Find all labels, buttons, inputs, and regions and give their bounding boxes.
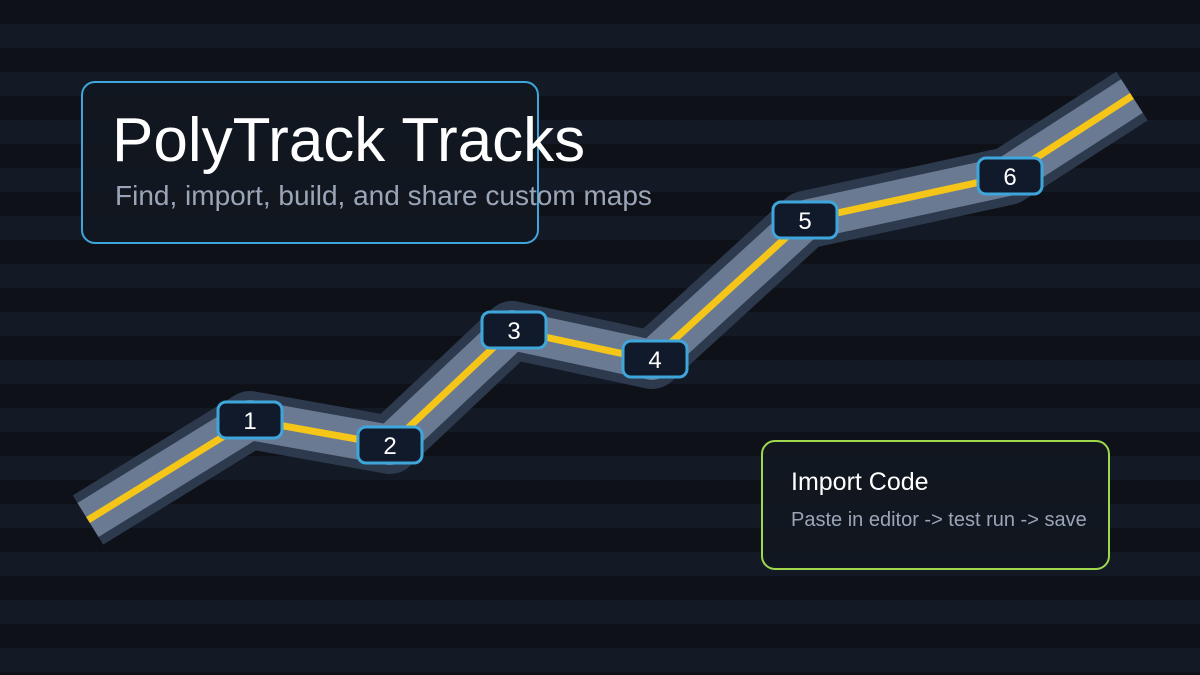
checkpoint-3[interactable]: 3 [480,310,548,350]
import-code-card[interactable]: Import Code Paste in editor -> test run … [761,440,1110,570]
checkpoint-label: 6 [1003,164,1016,191]
checkpoint-marker [621,339,689,379]
checkpoint-label: 1 [243,408,256,435]
checkpoint-5[interactable]: 5 [771,200,839,240]
checkpoint-marker [216,400,284,440]
checkpoint-marker [356,425,424,465]
import-code-description: Paste in editor -> test run -> save [791,509,1087,531]
checkpoint-2[interactable]: 2 [356,425,424,465]
page-title: PolyTrack Tracks [112,106,586,175]
checkpoint-label: 5 [798,208,811,235]
checkpoints: 1 2 3 4 5 6 [216,156,1044,465]
checkpoint-label: 3 [507,318,520,345]
checkpoint-6[interactable]: 6 [976,156,1044,196]
import-code-title: Import Code [791,468,929,496]
checkpoint-marker [976,156,1044,196]
checkpoint-1[interactable]: 1 [216,400,284,440]
checkpoint-4[interactable]: 4 [621,339,689,379]
checkpoint-marker [771,200,839,240]
checkpoint-label: 2 [383,433,396,460]
checkpoint-label: 4 [648,347,661,374]
checkpoint-marker [480,310,548,350]
title-card: PolyTrack Tracks Find, import, build, an… [81,81,652,244]
page-subtitle: Find, import, build, and share custom ma… [115,180,652,211]
